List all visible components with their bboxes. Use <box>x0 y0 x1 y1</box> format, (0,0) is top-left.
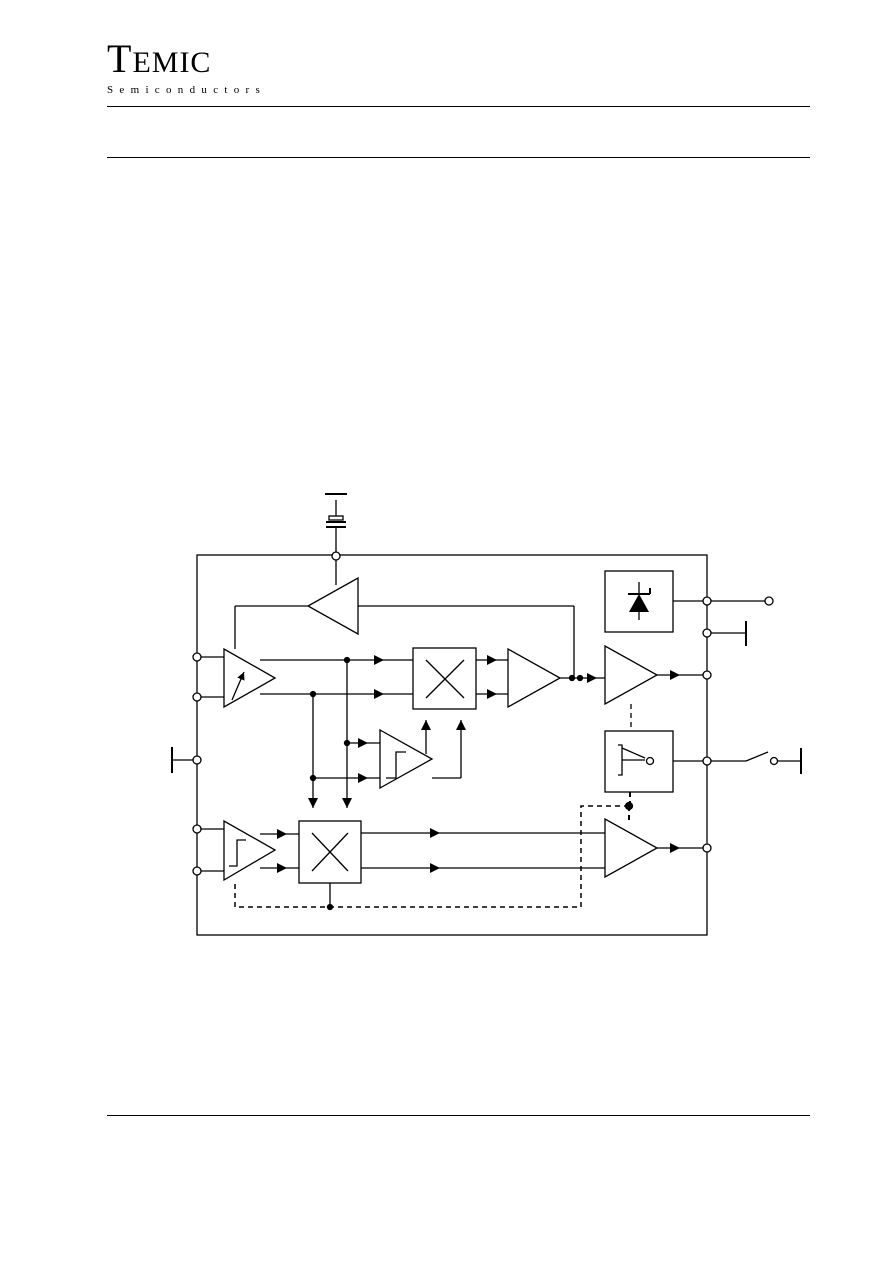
pin-icon <box>702 843 712 853</box>
pin-icon <box>764 596 774 606</box>
brand-initial: T <box>107 36 133 81</box>
switch-icon <box>604 730 674 793</box>
crystal-icon <box>325 493 347 555</box>
pin-icon <box>192 824 202 834</box>
if-amplifier-icon <box>507 647 562 709</box>
output-amplifier-icon <box>604 817 659 879</box>
limiter-icon <box>379 728 434 790</box>
external-switch-icon <box>711 748 802 774</box>
header-rule-bottom <box>107 157 810 158</box>
brand-rest: EMIC <box>132 46 212 79</box>
diode-icon <box>604 570 674 633</box>
variable-gain-amplifier-icon <box>223 647 277 709</box>
pin-icon <box>702 596 712 606</box>
ic-package-outline <box>196 554 708 936</box>
limiting-amplifier-icon <box>223 819 277 882</box>
header-rule-top <box>107 106 810 107</box>
oscillator-amplifier-icon <box>306 576 359 636</box>
pin-icon <box>192 866 202 876</box>
pin-icon <box>192 755 202 765</box>
footer-rule <box>107 1115 810 1116</box>
pin-icon <box>192 692 202 702</box>
brand-subtitle: Semiconductors <box>107 84 267 96</box>
mixer-icon <box>298 820 362 884</box>
output-amplifier-icon <box>604 644 659 706</box>
mixer-icon <box>412 647 477 710</box>
pin-icon <box>192 652 202 662</box>
pin-icon <box>331 551 341 561</box>
temic-logo: TEMIC Semiconductors <box>107 39 267 97</box>
pin-icon <box>702 628 712 638</box>
brand-name: TEMIC <box>107 39 266 82</box>
pin-icon <box>702 756 712 766</box>
pin-icon <box>702 670 712 680</box>
